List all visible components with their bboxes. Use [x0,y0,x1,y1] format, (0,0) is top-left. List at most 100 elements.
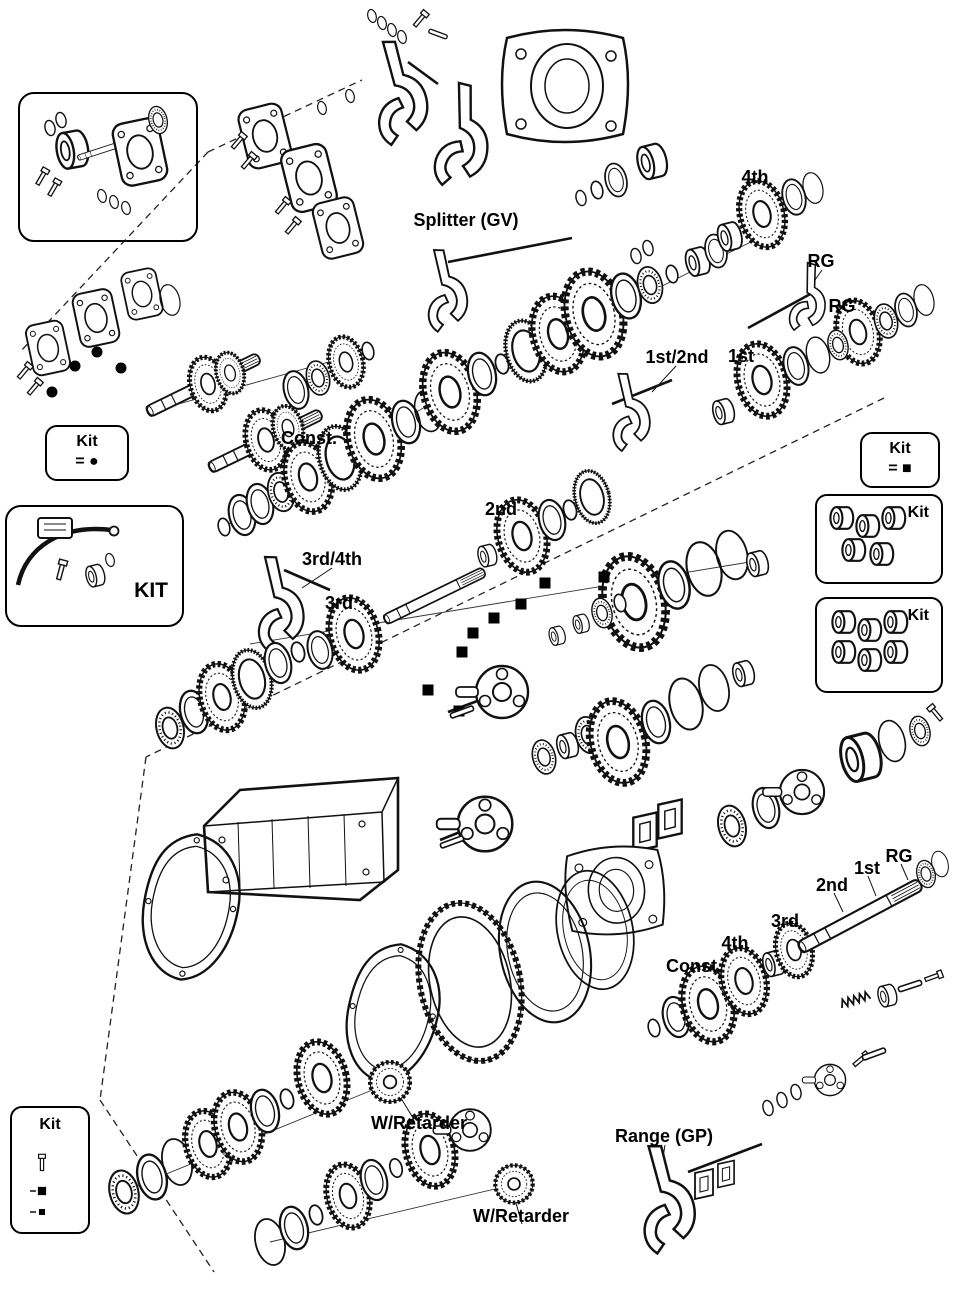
kit-square-title: Kit [889,440,911,457]
gearbox-housing [202,776,400,902]
kit-square-symbol: = ■ [888,460,912,477]
ring [274,1202,314,1254]
retarder-gear [495,1165,532,1202]
rg-group [786,260,938,368]
label-w-retarder-bottom: W/Retarder [472,1206,570,1226]
bearing [712,801,752,851]
o-ring [588,179,606,201]
kit-marker-square [422,684,434,696]
pin [861,1046,887,1062]
label-1st-2nd: 1st/2nd [645,347,709,367]
o-ring [640,238,656,258]
splitter-fork [423,247,471,334]
bolt [25,376,44,397]
label-splitter-gv: Splitter (GV) [413,210,519,230]
bearing [906,713,934,749]
snap-ring [663,263,681,285]
shift-fork [431,80,498,192]
pin [427,28,449,40]
gear [290,1036,355,1119]
retarder-gear [370,1062,410,1102]
bearing [527,736,561,778]
release-bearing-sleeve [633,140,672,183]
left-housing-cluster [15,265,184,398]
rg-fork [786,260,834,336]
bush [875,982,900,1009]
label-const-out: Const. [666,956,722,976]
kit-rollers-bottom-box: Kit [815,597,943,693]
kit-marker-dot [46,386,58,398]
constant-gear-chain [215,386,447,539]
snap-ring [645,1017,663,1039]
o-ring [343,87,357,105]
selector-fork-group [365,7,498,192]
fourth-gear-group [714,169,827,253]
label-1st-out: 1st [853,858,881,878]
first-second-fork [608,370,653,453]
pin [897,979,923,993]
label-2nd-out: 2nd [815,875,849,895]
kit-marker-square [456,646,468,658]
kit-bottom-parts [30,1153,47,1216]
kit-marker-square [467,627,479,639]
o-ring [375,14,389,32]
slider-pad [694,1168,714,1200]
planet-carrier-lower [435,702,945,853]
label-3rd-4th: 3rd/4th [301,549,363,569]
label-rg-out: RG [885,846,913,866]
o-ring [760,1098,776,1118]
main-shaft [381,566,488,626]
snap-ring [277,1086,297,1112]
kit-cable-box: KIT [5,505,184,627]
kit-marker-square [488,612,500,624]
o-ring [788,1082,804,1102]
label-w-retarder-top: W/Retarder [370,1113,468,1133]
pump-cover [309,194,367,262]
kit-square-legend-box: Kit = ■ [860,432,940,488]
label-4th-out: 4th [721,933,749,953]
roller-bush [546,624,568,647]
snap-ring [288,639,308,665]
label-3rd-out: 3rd [770,911,800,931]
kit-marker-dot [69,360,81,372]
bolt [926,702,945,723]
o-ring [365,7,379,25]
hub [729,658,758,689]
detent-spring [838,990,872,1009]
kit-marker-square [539,577,551,589]
bush [709,396,738,427]
range-group [634,1046,887,1256]
label-const-top: Const. [281,428,337,448]
shim-plate [632,811,658,853]
o-ring [395,28,409,46]
sensor-block [37,517,73,539]
housing-gasket [137,829,245,985]
snap-ring [387,1156,405,1180]
kit-rollers-bottom-title: Kit [907,607,929,624]
label-rg-2: RG [828,296,856,316]
label-3rd-mid: 3rd [324,593,354,613]
kit-rollers-top-box: Kit [815,494,943,584]
cable-end [108,525,120,537]
snap-ring [693,660,735,716]
kit-bottom-title: Kit [39,1116,61,1133]
kit-cable-parts [15,517,120,589]
cable [15,526,113,586]
o-ring [573,188,589,208]
kit-dot-title: Kit [76,433,98,450]
bolt [15,360,34,381]
range-fork [634,1140,700,1256]
kit-rollers-top-title: Kit [907,504,929,521]
output-shaft-group [645,848,952,1047]
bolt [283,215,302,236]
o-ring [628,246,644,266]
planet-carrier-upper [449,658,758,789]
o-ring [774,1090,790,1110]
bolt [411,8,430,29]
label-4th-top: 4th [741,167,769,187]
housing-plate [118,265,166,323]
housing-plate [70,286,122,350]
kit-dot-legend-box: Kit = ● [45,425,129,481]
sensor-detail [44,523,66,531]
